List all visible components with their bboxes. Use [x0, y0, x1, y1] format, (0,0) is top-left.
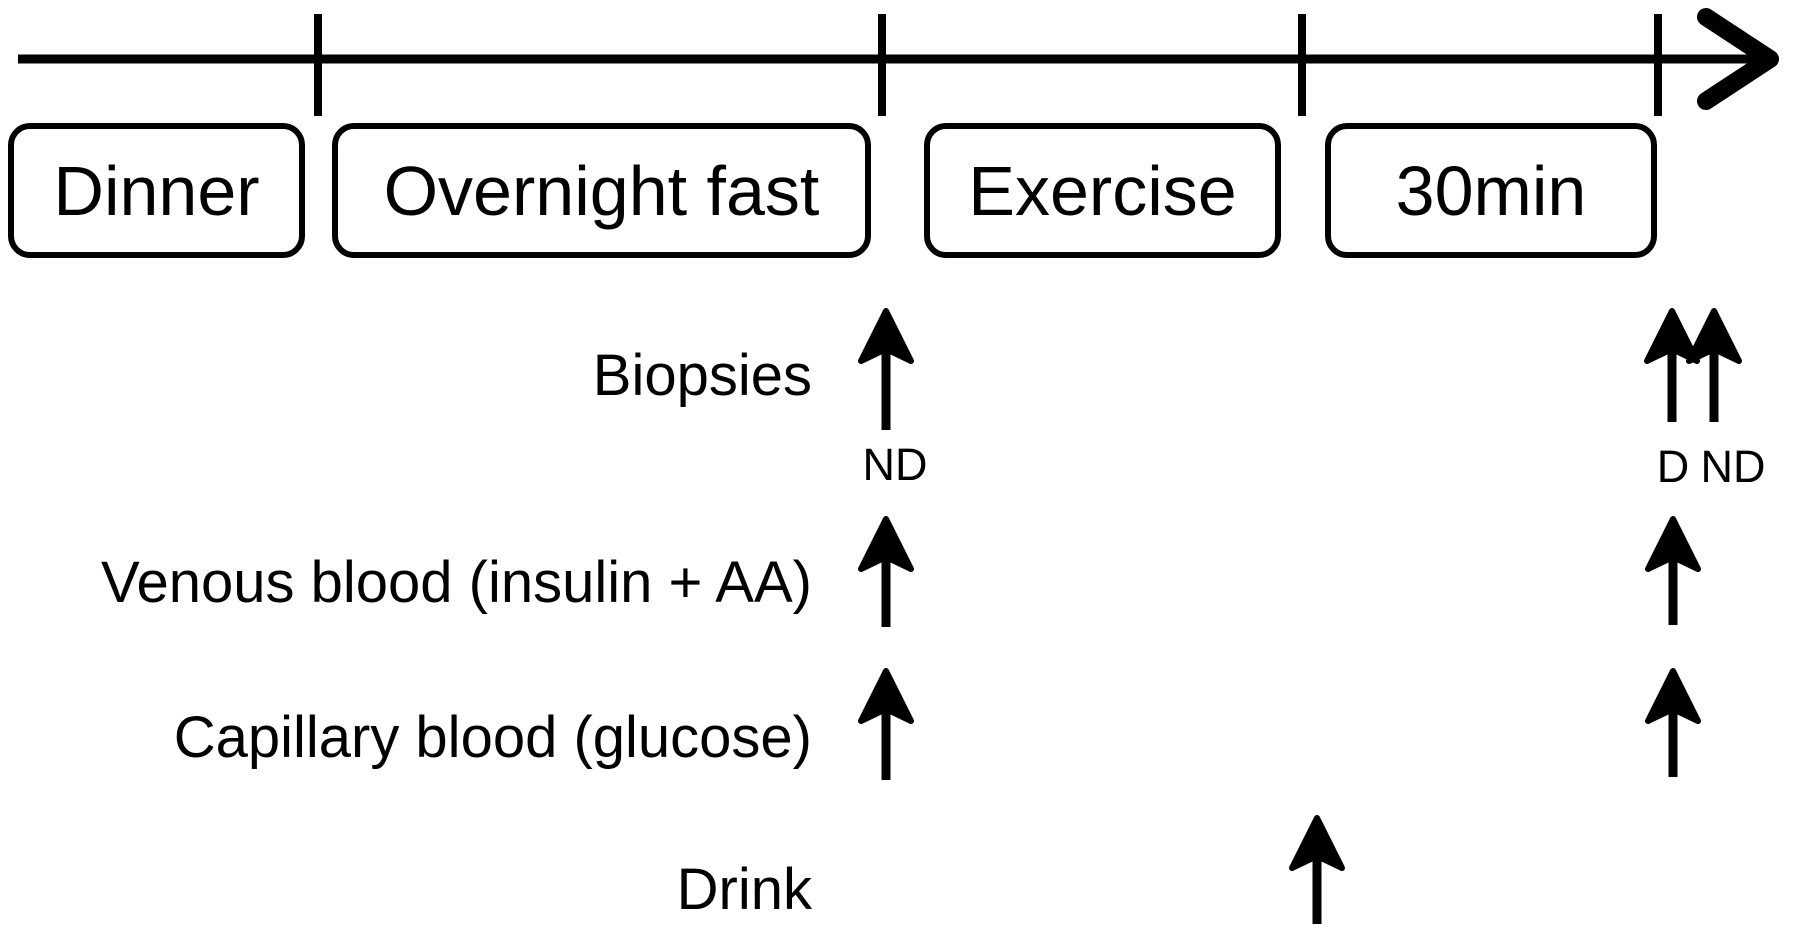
biopsies-posttrial-nd-arrow-icon [1686, 308, 1742, 422]
phase-box-dinner: Dinner [8, 123, 305, 258]
phase-box-overnight-fast: Overnight fast [332, 123, 871, 258]
annotation-d-posttrial: D [1656, 441, 1690, 492]
annotation-nd-postfast: ND [862, 439, 928, 490]
venous-posttrial-arrow-icon [1645, 516, 1701, 625]
row-label-biopsies: Biopsies [592, 343, 812, 408]
capillary-postfast-arrow-icon [858, 668, 914, 780]
drink-arrow-icon [1289, 815, 1345, 924]
annotation-nd-posttrial: ND [1700, 441, 1766, 492]
timeline-arrowhead-icon [1697, 8, 1779, 110]
row-label-venous-blood: Venous blood (insulin + AA) [101, 550, 812, 615]
biopsies-postfast-arrow-icon [858, 308, 914, 430]
biopsies-posttrial-d-arrow-icon [1644, 308, 1700, 422]
row-label-drink: Drink [676, 857, 812, 922]
capillary-posttrial-arrow-icon [1645, 668, 1701, 777]
phase-box-30min: 30min [1325, 123, 1657, 258]
row-label-capillary-blood: Capillary blood (glucose) [173, 705, 812, 770]
venous-postfast-arrow-icon [858, 516, 914, 627]
phase-box-exercise: Exercise [924, 123, 1281, 258]
